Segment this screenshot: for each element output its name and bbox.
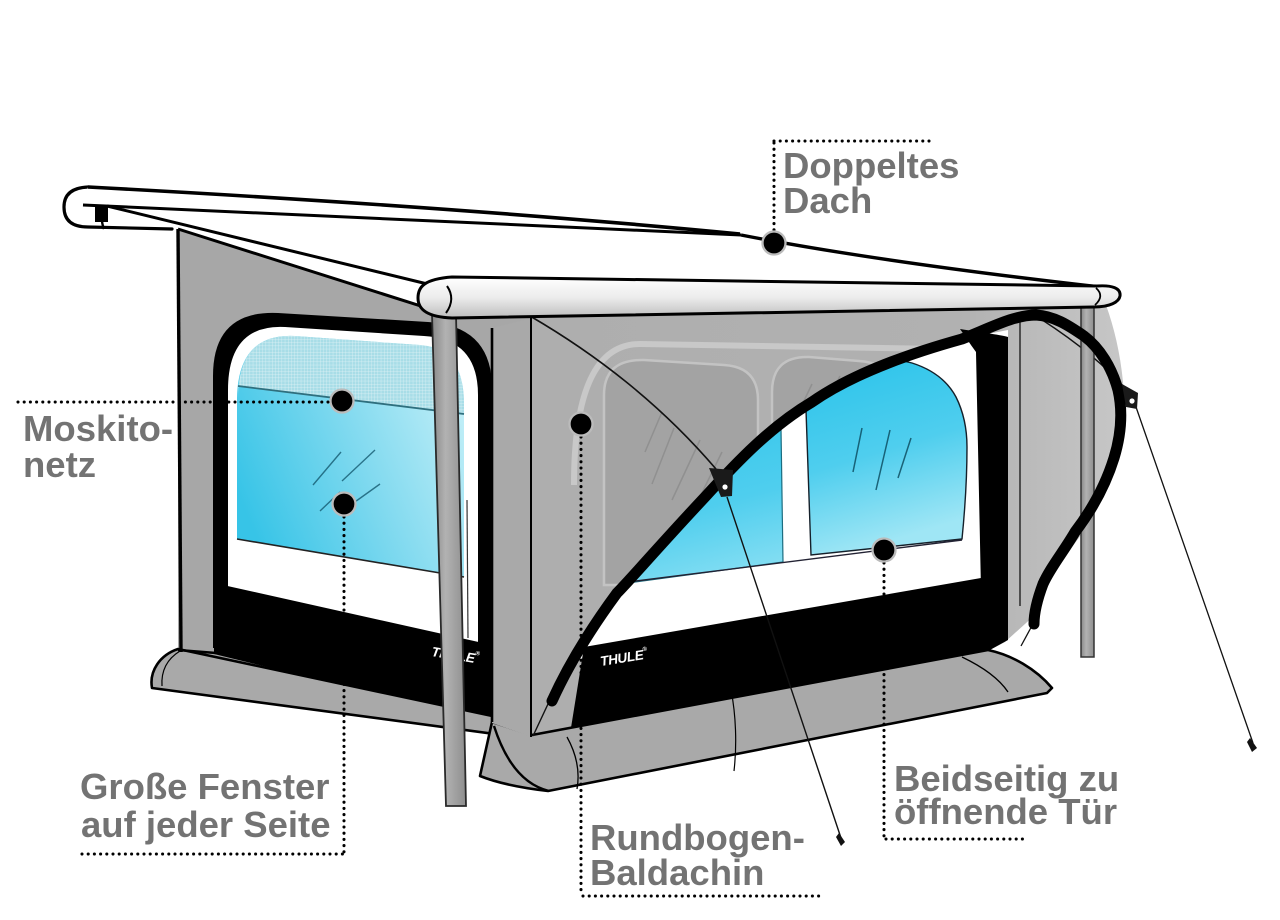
svg-text:netz: netz [23, 444, 96, 485]
svg-text:Große Fenster: Große Fenster [80, 766, 329, 807]
svg-text:öffnende Tür: öffnende Tür [894, 791, 1117, 832]
svg-text:Dach: Dach [783, 180, 872, 221]
svg-text:Doppeltes: Doppeltes [783, 145, 959, 186]
svg-text:THULE®: THULE® [599, 646, 649, 669]
svg-text:Moskito-: Moskito- [23, 408, 173, 449]
svg-text:auf jeder Seite: auf jeder Seite [81, 804, 331, 845]
svg-text:Beidseitig zu: Beidseitig zu [894, 758, 1119, 799]
svg-text:Rundbogen-: Rundbogen- [590, 817, 805, 858]
svg-text:Baldachin: Baldachin [590, 852, 764, 893]
